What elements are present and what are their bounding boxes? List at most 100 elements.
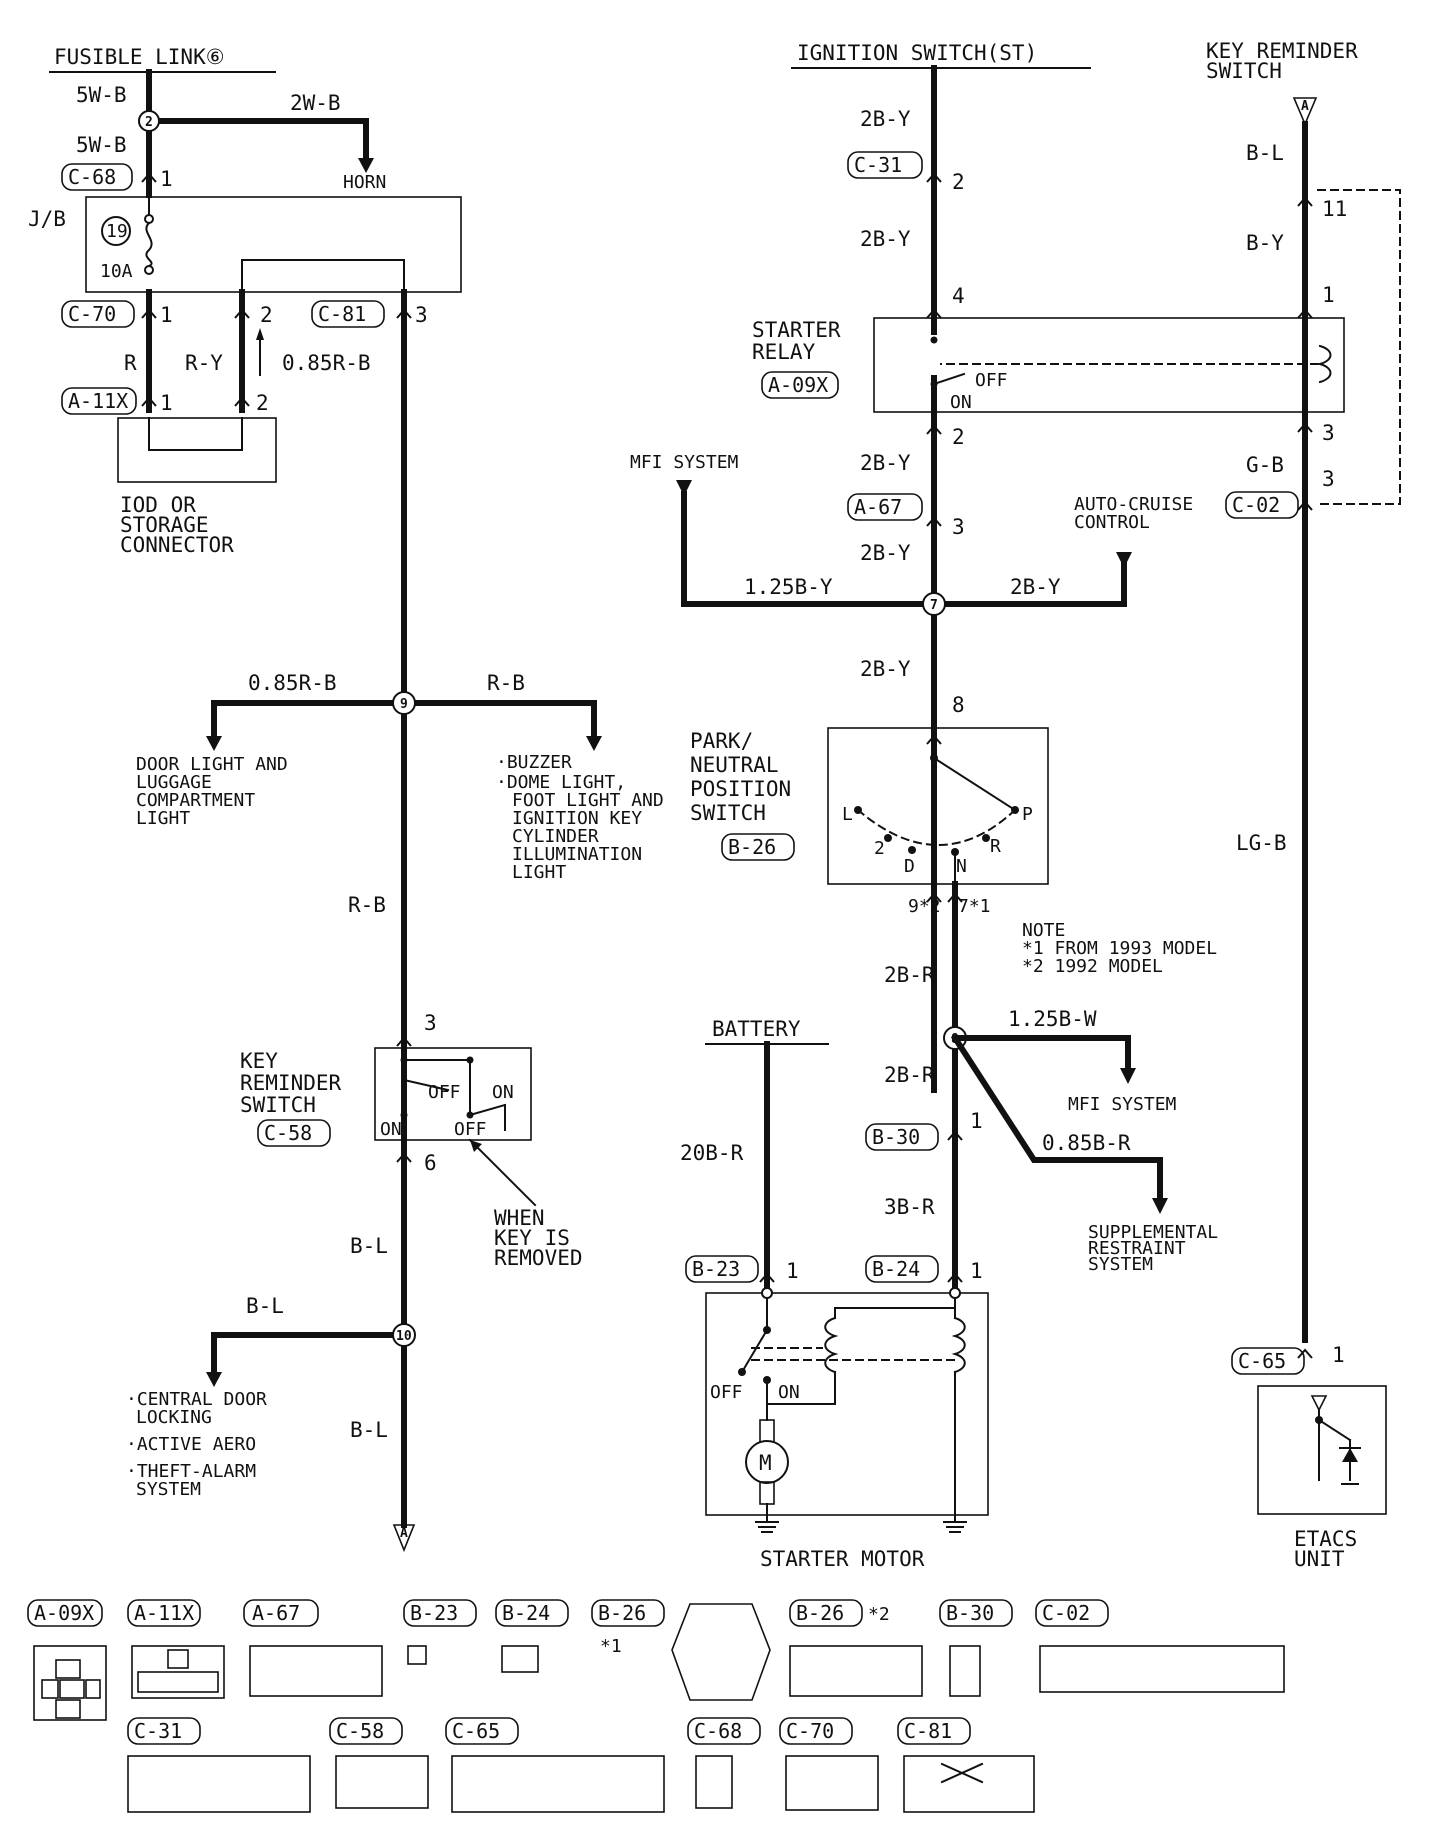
terminal-a-right: A <box>1301 99 1309 114</box>
ignition-section: IGNITION SWITCH(ST) 2B-Y C-31 2 2B-Y 4 S… <box>752 41 1091 1093</box>
connector-chevron <box>1297 422 1313 433</box>
svg-text:LIGHT: LIGHT <box>512 862 566 883</box>
connector-chevron <box>141 172 157 183</box>
wire-b-l-3: B-L <box>350 1418 388 1442</box>
ks-left-off1: OFF <box>428 1082 461 1103</box>
jb-outputs: C-70 1 2 C-81 3 R R-Y 0.85R-B A-11X 1 2 … <box>61 289 428 1528</box>
wire-20b-r: 20B-R <box>680 1141 744 1165</box>
pin-a11x-2: 2 <box>256 391 269 415</box>
connector-chevron <box>947 1272 963 1283</box>
connector-chevron <box>1297 500 1313 511</box>
connector-chevron <box>396 1152 412 1163</box>
pn-title-3: POSITION <box>690 777 791 801</box>
pin-ks-3: 3 <box>424 1011 437 1035</box>
fuse-amp: 10A <box>100 261 133 282</box>
svg-text:B-26: B-26 <box>796 1601 844 1625</box>
connector-b23: B-23 <box>692 1257 740 1281</box>
srs-2: RESTRAINT <box>1088 1238 1186 1259</box>
legend-a67: A-67 <box>243 1599 383 1697</box>
connector-chevron <box>141 396 157 407</box>
pin-c81-3: 3 <box>415 303 428 327</box>
junction-10-label: 10 <box>396 1329 412 1344</box>
etacs-title-2: UNIT <box>1294 1547 1345 1571</box>
etacs-unit: ETACS UNIT <box>1257 1385 1387 1571</box>
wire-2b-y-cruise: 2B-Y <box>1010 575 1061 599</box>
pin-relay-2: 2 <box>952 425 965 449</box>
legend-c70: C-70 <box>779 1717 879 1811</box>
ks-left-title-2: REMINDER <box>240 1071 342 1095</box>
wire-3b-r: 3B-R <box>884 1195 935 1219</box>
pin-c31-2: 2 <box>952 170 965 194</box>
ks-left-title-1: KEY <box>240 1049 278 1073</box>
pin-pn-7: 7*1 <box>958 896 991 917</box>
junction-7 <box>922 592 946 616</box>
relay-off: OFF <box>975 370 1008 391</box>
junction-9-label: 9 <box>400 697 408 712</box>
legend-a09x: A-09X <box>27 1599 107 1721</box>
svg-text:SYSTEM: SYSTEM <box>136 1479 201 1500</box>
iod-line1: IOD OR <box>120 493 196 517</box>
wire-g-b: G-B <box>1246 453 1284 477</box>
starter-wiring: 2B-R 8 1.25B-W MFI SYSTEM 0.85B-R SUPPLE… <box>865 881 1218 1298</box>
connector-chevron <box>947 1130 963 1141</box>
connector-chevron <box>926 734 942 745</box>
connector-c58: C-58 <box>264 1121 312 1145</box>
wire-5w-b-mid: 5W-B <box>76 133 127 157</box>
wire-2b-y-2: 2B-Y <box>860 227 911 251</box>
connector-chevron <box>234 308 250 319</box>
svg-text:C-70: C-70 <box>786 1719 834 1743</box>
pn-pos-r: R <box>990 836 1001 857</box>
pin-c65-1: 1 <box>1332 1343 1345 1367</box>
starter-relay-title-2: RELAY <box>752 340 816 364</box>
motor-m: M <box>759 1451 772 1475</box>
legend-b26-1: B-26 *1 <box>591 1599 771 1701</box>
svg-text:·BUZZER: ·BUZZER <box>496 752 572 773</box>
svg-text:B-23: B-23 <box>410 1601 458 1625</box>
svg-text:·CENTRAL DOOR: ·CENTRAL DOOR <box>126 1389 267 1410</box>
connector-c68-tag <box>61 163 133 191</box>
svg-text:*2: *2 <box>868 1604 890 1625</box>
pin-ks-6: 6 <box>424 1151 437 1175</box>
legend-c31: C-31 <box>127 1717 311 1813</box>
mfi-top-label: MFI SYSTEM <box>630 452 739 473</box>
auto-cruise-1: AUTO-CRUISE <box>1074 494 1193 515</box>
wire-markers <box>141 172 1313 1359</box>
srs-3: SYSTEM <box>1088 1254 1153 1275</box>
iod-line2: STORAGE <box>120 513 209 537</box>
pin-pn-8: 8 <box>952 693 965 717</box>
legend-c68: C-68 <box>687 1717 761 1809</box>
connector-chevron <box>396 1036 412 1047</box>
svg-text:A-11X: A-11X <box>134 1601 194 1625</box>
connector-a11x: A-11X <box>68 389 128 413</box>
pn-title-4: SWITCH <box>690 801 766 825</box>
svg-text:B-30: B-30 <box>946 1601 994 1625</box>
connector-chevron <box>759 1272 775 1283</box>
wire-085r-b: 0.85R-B <box>282 351 371 375</box>
pn-title-2: NEUTRAL <box>690 753 779 777</box>
starter-relay-title-1: STARTER <box>752 318 841 342</box>
ks-left-on1: ON <box>380 1119 402 1140</box>
pin-a67-3: 3 <box>952 515 965 539</box>
svg-text:C-65: C-65 <box>452 1719 500 1743</box>
wire-b-l-right: B-L <box>1246 141 1284 165</box>
wire-lg-b: LG-B <box>1236 831 1287 855</box>
svg-text:COMPARTMENT: COMPARTMENT <box>136 790 255 811</box>
door-light-label: DOOR LIGHT AND LUGGAGE COMPARTMENT LIGHT <box>136 754 288 829</box>
iod-line3: CONNECTOR <box>120 533 234 557</box>
wire-r-b-lower: R-B <box>348 893 386 917</box>
note-1: *1 FROM 1993 MODEL <box>1022 938 1217 959</box>
wire-2w-b: 2W-B <box>290 91 341 115</box>
legend-b23: B-23 <box>403 1599 477 1665</box>
connector-chevron <box>926 892 942 903</box>
wire-2b-r-2: 2B-R <box>884 1063 935 1087</box>
wire-b-l-1: B-L <box>350 1234 388 1258</box>
pin-b23-1: 1 <box>786 1259 799 1283</box>
jb-label: J/B <box>28 207 66 231</box>
pin-a11x-1: 1 <box>160 391 173 415</box>
ks-right-title-1: KEY REMINDER <box>1206 39 1358 63</box>
svg-text:C-02: C-02 <box>1042 1601 1090 1625</box>
horn-label: HORN <box>343 172 386 193</box>
connector-chevron <box>926 424 942 435</box>
junction-7-label: 7 <box>930 598 938 613</box>
connector-chevron <box>926 308 942 319</box>
